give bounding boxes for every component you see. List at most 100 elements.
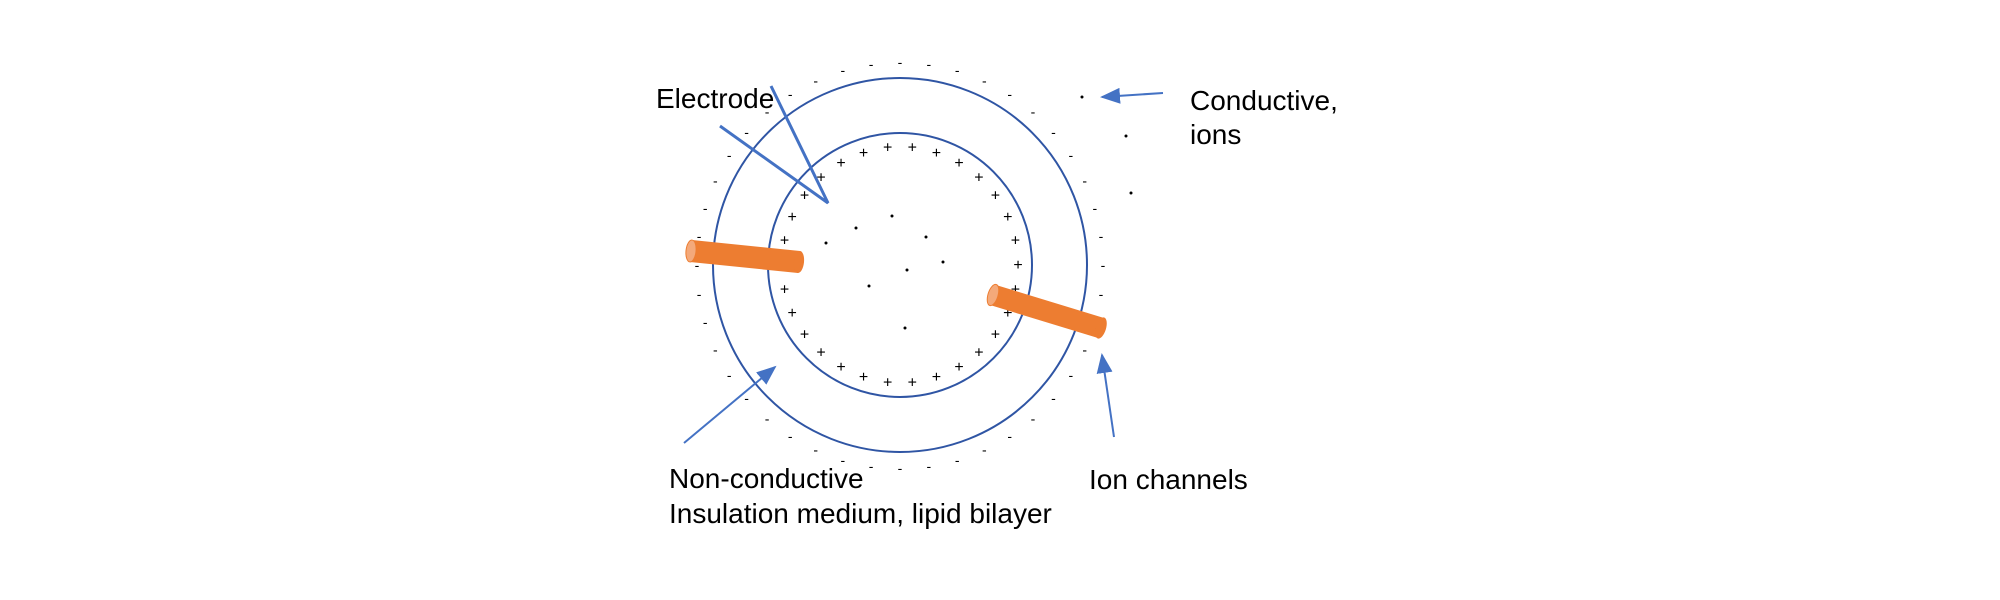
positive-charge: + <box>954 155 963 172</box>
negative-charge: - <box>869 458 874 474</box>
negative-charge: - <box>1031 104 1036 120</box>
outer-membrane <box>712 77 1088 453</box>
negative-charge: - <box>927 458 932 474</box>
negative-charge: - <box>1051 390 1056 406</box>
negative-charge: - <box>955 452 960 468</box>
ion-dot <box>905 268 909 272</box>
ion-dot <box>941 260 945 264</box>
positive-charge: + <box>1003 209 1012 226</box>
positive-charge: + <box>836 359 845 376</box>
electrode-shape <box>719 85 830 205</box>
negative-charge: - <box>840 452 845 468</box>
positive-charge: + <box>1013 257 1022 274</box>
negative-charge: - <box>1092 200 1097 216</box>
negative-charge: - <box>713 173 718 189</box>
negative-charge: - <box>727 367 732 383</box>
negative-charge: - <box>1007 86 1012 102</box>
negative-charge: - <box>1082 173 1087 189</box>
negative-charge: - <box>813 72 818 88</box>
electrode-label: Electrode <box>656 83 775 114</box>
positive-charge: + <box>883 374 892 391</box>
positive-charge: + <box>788 209 797 226</box>
nonconductive-arrow <box>683 365 777 444</box>
positive-charge: + <box>908 374 917 391</box>
negative-charge: - <box>1007 428 1012 444</box>
positive-charges: ++++++++++++++++++++++++++++++ <box>777 140 1022 392</box>
negative-charge: - <box>765 104 770 120</box>
positive-charge: + <box>780 282 789 299</box>
conductive-label: Conductive, <box>1190 85 1338 116</box>
negative-charge: - <box>813 442 818 458</box>
positive-charge: + <box>932 369 941 386</box>
negative-charge: - <box>982 442 987 458</box>
ion-channel-left <box>685 239 805 273</box>
negative-charge: - <box>713 341 718 357</box>
negative-charge: - <box>765 410 770 426</box>
ion-channel-arrow <box>1096 353 1115 438</box>
negative-charge: - <box>927 56 932 72</box>
negative-charge: - <box>1051 124 1056 140</box>
negative-charge: - <box>788 86 793 102</box>
positive-charge: + <box>1011 282 1020 299</box>
negative-charge: - <box>1099 228 1104 244</box>
ion-dot <box>824 241 828 245</box>
positive-charge: + <box>836 155 845 172</box>
negative-charge: - <box>982 72 987 88</box>
ion-dot <box>1124 134 1128 138</box>
nonconductive-label: Non-conductive <box>669 463 864 494</box>
negative-charge: - <box>697 228 702 244</box>
positive-charge: + <box>974 345 983 362</box>
positive-charge: + <box>883 140 892 157</box>
negative-charge: - <box>744 390 749 406</box>
positive-charge: + <box>859 145 868 162</box>
positive-charge: + <box>816 345 825 362</box>
ion-dot <box>867 284 871 288</box>
positive-charge: + <box>1011 232 1020 249</box>
insulation-label: Insulation medium, lipid bilayer <box>669 498 1052 529</box>
ion-dot <box>1129 191 1133 195</box>
negative-charge: - <box>1101 257 1106 273</box>
negative-charge: - <box>840 62 845 78</box>
negative-charge: - <box>703 200 708 216</box>
negative-charge: - <box>1068 147 1073 163</box>
negative-charge: - <box>1099 286 1104 302</box>
ion-channels-label: Ion channels <box>1089 464 1248 495</box>
ion-dot <box>903 326 907 330</box>
negative-charge: - <box>703 314 708 330</box>
negative-charge: - <box>697 286 702 302</box>
positive-charge: + <box>1003 305 1012 322</box>
negative-charges: ----------------------------------------… <box>695 54 1106 476</box>
positive-charge: + <box>974 169 983 186</box>
ions-label: ions <box>1190 119 1242 150</box>
ion-dot <box>890 214 894 218</box>
negative-charge: - <box>898 54 903 70</box>
positive-charge: + <box>932 145 941 162</box>
positive-charge: + <box>780 232 789 249</box>
ion-dot <box>1080 95 1084 99</box>
ion-dot <box>924 235 928 239</box>
negative-charge: - <box>695 257 700 273</box>
positive-charge: + <box>800 326 809 343</box>
negative-charge: - <box>1068 367 1073 383</box>
positive-charge: + <box>954 359 963 376</box>
positive-charge: + <box>816 169 825 186</box>
negative-charge: - <box>955 62 960 78</box>
positive-charge: + <box>859 369 868 386</box>
positive-charge: + <box>991 326 1000 343</box>
negative-charge: - <box>788 428 793 444</box>
inner-membrane <box>767 132 1033 398</box>
conductive-arrow <box>1100 87 1164 104</box>
negative-charge: - <box>1082 341 1087 357</box>
ion-channel-right <box>986 283 1107 339</box>
positive-charge: + <box>800 188 809 205</box>
ions <box>824 95 1133 330</box>
positive-charge: + <box>991 188 1000 205</box>
ion-dot <box>854 226 858 230</box>
negative-charge: - <box>744 124 749 140</box>
negative-charge: - <box>898 460 903 476</box>
negative-charge: - <box>1031 410 1036 426</box>
negative-charge: - <box>869 56 874 72</box>
positive-charge: + <box>908 140 917 157</box>
positive-charge: + <box>788 305 797 322</box>
